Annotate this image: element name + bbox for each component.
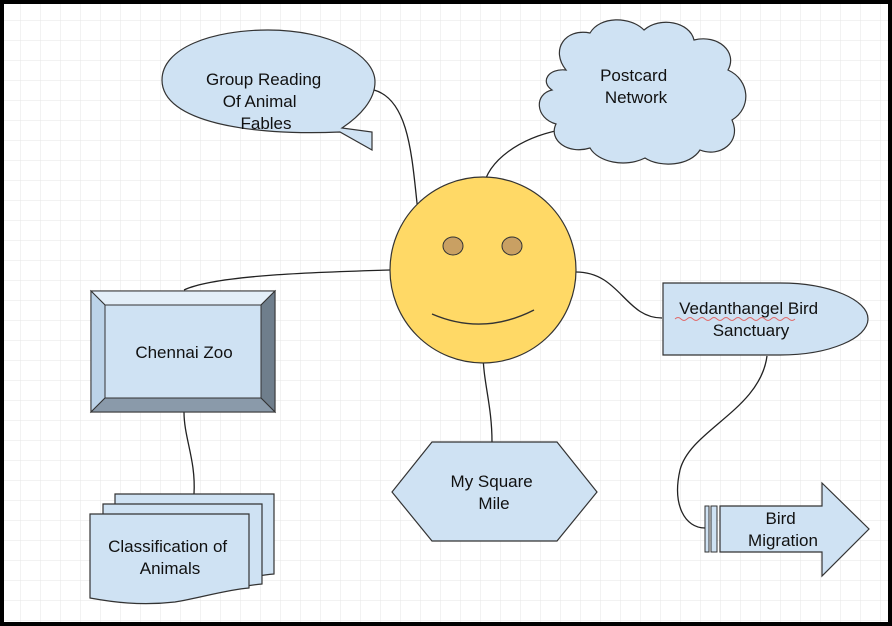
node-chennai-zoo[interactable]: Chennai Zoo [89,289,277,414]
arrow-stripe [704,505,710,553]
speech-bubble-shape [161,29,376,152]
node-group-reading[interactable]: Group Reading Of Animal Fables [161,29,376,152]
label-line: Animals [140,559,200,578]
label-line: Migration [748,531,818,550]
label-line: Bird [766,509,796,528]
label-line: Sanctuary [713,321,790,340]
bevel-top [89,290,277,306]
label-line: Network [605,88,668,107]
node-my-square-mile[interactable]: My Square Mile [391,441,598,542]
bevel-bottom [89,397,277,413]
label-line: My Square [451,472,533,491]
striped-arrow-shape [719,481,870,578]
smiley-mouth [431,309,535,325]
arrow-stripe [710,505,718,553]
label-line: Postcard [600,66,667,85]
node-label-group-reading: Group Reading Of Animal Fables [206,70,326,133]
document-front [89,513,250,605]
node-vedanthangel[interactable]: Vedanthangel Bird Sanctuary [662,282,869,356]
node-label-my-square-mile: My Square Mile [451,472,538,513]
smiley-face [389,176,577,364]
connector-vedanthangel [575,271,663,319]
node-bird-migration[interactable]: Bird Migration [704,481,870,578]
label-line: Classification of [108,537,227,556]
smiley-right-eye [501,236,523,256]
smiley-left-eye [442,236,464,256]
spellcheck-underline [674,317,796,321]
label-line: Fables [240,114,291,133]
label-line: Mile [478,494,509,513]
bevel-right [260,289,276,414]
connector-classification [183,411,195,495]
cloud-shape [538,19,747,165]
connector-bird-migration [676,355,768,529]
node-label-bird-migration: Bird Migration [748,509,818,550]
node-label-vedanthangel: Vedanthangel Bird Sanctuary [679,299,823,340]
label-line: Vedanthangel Bird [679,299,818,318]
bevel-face [104,304,262,399]
node-label-postcard: Postcard Network [600,66,672,107]
bevel-left [90,289,106,414]
node-label-classification: Classification of Animals [108,537,232,578]
connector-group-reading [373,89,419,213]
node-label-chennai-zoo: Chennai Zoo [135,343,232,362]
label-line: Of Animal [223,92,297,111]
connector-chennai-zoo [183,269,391,291]
hexagon-shape [391,441,598,542]
node-classification[interactable]: Classification of Animals [89,493,275,605]
label-line: Group Reading [206,70,321,89]
node-postcard[interactable]: Postcard Network [538,19,747,165]
smiley-face-icon [389,176,577,364]
